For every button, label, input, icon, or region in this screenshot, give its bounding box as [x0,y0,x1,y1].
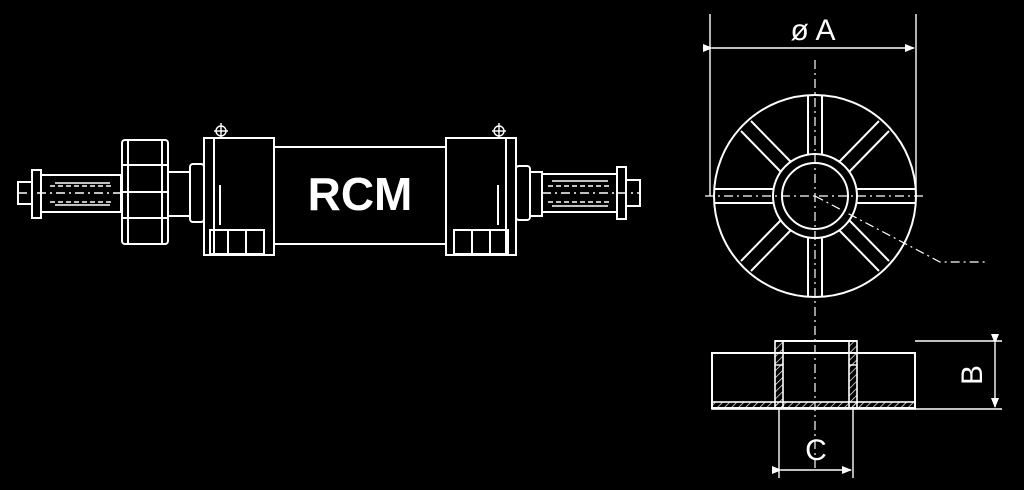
wheel-spokes [715,96,915,296]
dim-label-height: B [956,365,989,385]
right-connector [515,165,543,221]
left-end-cap [203,123,275,256]
wheel-front-view: ø A [703,14,985,470]
left-wheel-side [121,139,169,245]
dim-label-diameter: ø A [790,14,835,47]
right-end-cap [445,123,517,256]
dim-label-bore: C [805,434,827,467]
roller-assembly-view: RCM [17,123,641,256]
left-shaft [17,169,122,219]
product-label: RCM [308,168,413,220]
left-connector [167,163,205,223]
right-shaft [541,166,641,220]
cylinder-body [273,146,447,245]
wheel-section-view: B C [711,334,1002,478]
